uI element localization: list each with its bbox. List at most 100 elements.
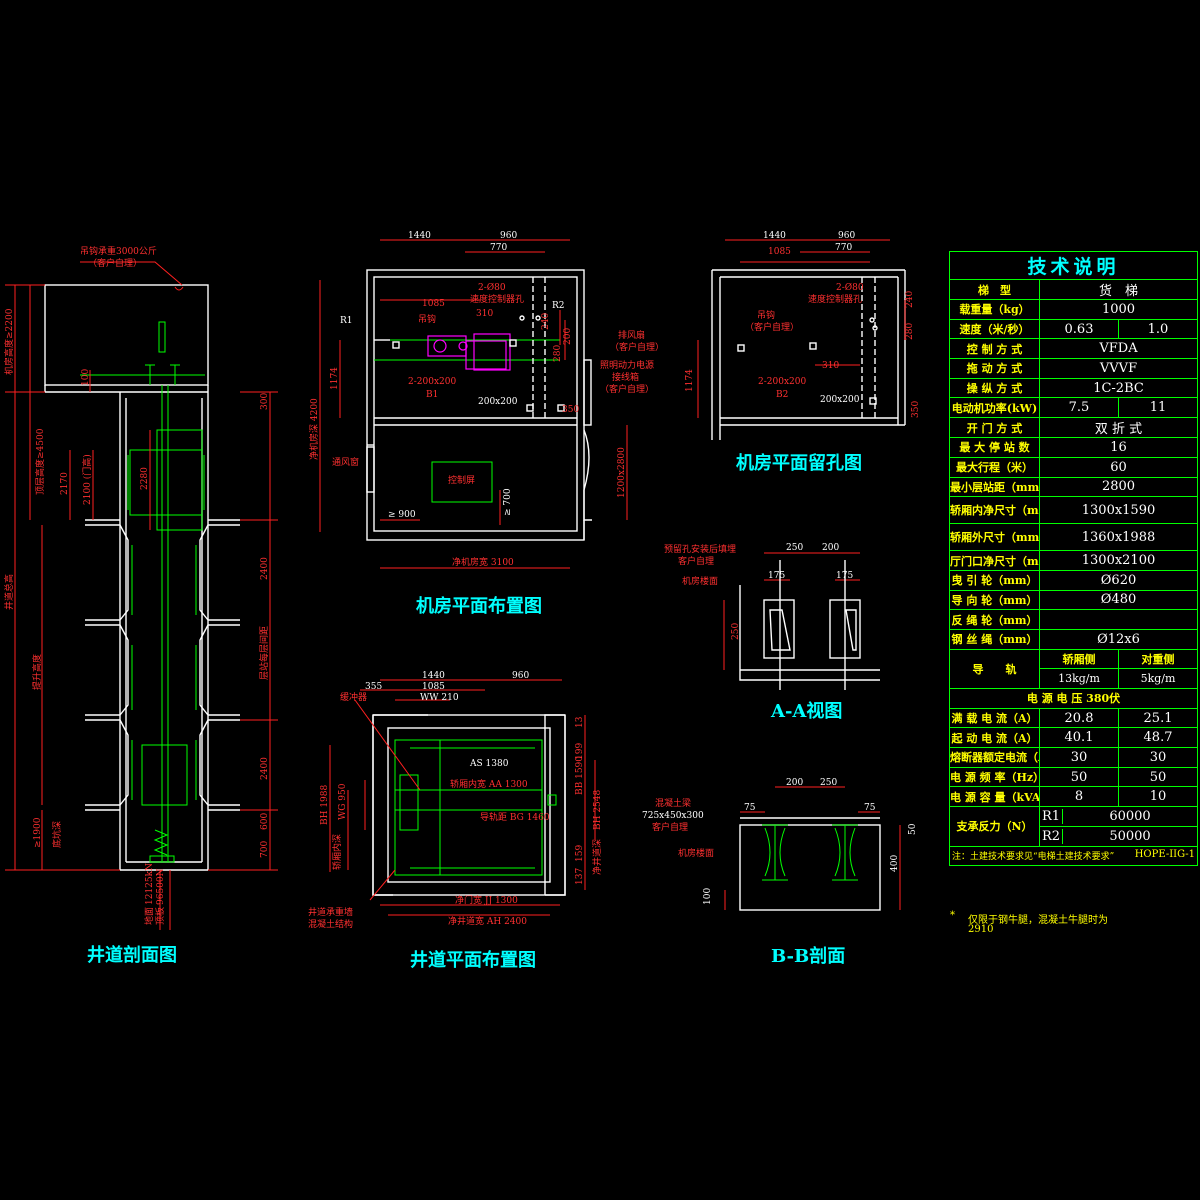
mr-control: 控制屏 (448, 474, 475, 486)
mr-hole-speed-label: 速度控制器孔 (470, 293, 524, 305)
spec-row-label: 最小层站距（mm） (949, 476, 1040, 498)
mr-dim-770: 770 (490, 243, 507, 253)
sp-wall2: 混凝土结构 (308, 918, 353, 930)
spec-row-value: 2800 (1038, 476, 1199, 498)
spec-row: 反 绳 轮（mm） (949, 609, 1199, 630)
op-dim-310: 310 (822, 361, 839, 371)
op-dim-1085: 1085 (768, 247, 791, 257)
spec-elec-label: 起 动 电 流（A） (949, 727, 1040, 749)
spec-row-value: VFDA (1038, 338, 1199, 360)
dim-floor-spacing: 层站每层间距 (258, 626, 270, 680)
bb-dim-100: 100 (703, 888, 713, 905)
mr-hole-mark: B1 (426, 390, 438, 400)
sp-bh2: BH 2548 (593, 789, 603, 830)
op-hole-mark: B2 (776, 390, 788, 400)
spec-row: 曳 引 轮（mm）Ø620 (949, 569, 1199, 591)
spec-row: 导 向 轮（mm）Ø480 (949, 589, 1199, 611)
bb-note1: 混凝土梁 (655, 797, 691, 809)
aa-note3: 机房楼面 (682, 575, 718, 587)
spec-elec-value-1: 30 (1039, 747, 1119, 768)
spec-row-label: 轿厢内净尺寸（mm） (949, 496, 1040, 525)
spec-row-value: 16 (1038, 437, 1199, 458)
spec-elec-label: 电 源 容 量（kVA） (949, 786, 1040, 808)
bottom-label-3: 顶板 (154, 907, 166, 925)
spec-row: 最小层站距（mm）2800 (949, 476, 1199, 498)
spec-elec-value-2: 10 (1117, 786, 1199, 808)
spec-rail-cw-head: 对重侧 (1117, 648, 1199, 670)
spec-r2-label: R2 (1041, 828, 1063, 844)
spec-voltage-row: 电 源 电 压 380伏 (948, 688, 1199, 709)
sp-as: AS 1380 (469, 759, 509, 769)
aa-dim-side: 250 (731, 623, 741, 640)
dim-pit-label: 底坑深 (51, 821, 63, 848)
view-aa-drawing: 预留孔安装后填埋 客户自理 机房楼面 250 200 175 175 250 (664, 543, 880, 690)
spec-row-label: 拖 动 方 式 (949, 358, 1040, 379)
spec-elec-label: 满 载 电 流（A） (949, 707, 1040, 729)
dim-100: 100 (81, 369, 91, 386)
mr-min-900: ≥ 900 (388, 510, 416, 520)
mr-dim-310: 310 (476, 309, 493, 319)
shaft-plan-drawing: 1440 960 355 1085 WW 210 缓冲器 AS 1380 轿厢内… (308, 671, 603, 930)
machine-room-openings-drawing: 1440 960 1085 770 2-Ø80 速度控制器孔 吊钩 （客户自理）… (685, 231, 921, 440)
spec-row: 最大行程（米）60 (949, 456, 1199, 478)
spec-elec-value-2: 25.1 (1117, 707, 1199, 729)
spec-row-value-1: 7.5 (1039, 397, 1119, 419)
spec-row-label: 电动机功率(kW) (949, 397, 1040, 419)
sp-side-note: 轿厢内深 (331, 834, 343, 870)
op-hole-200: 200x200 (820, 395, 860, 405)
spec-row-value: 双 折 式 (1038, 417, 1199, 439)
op-dim-350: 350 (911, 401, 921, 418)
mr-dim-280: 280 (553, 345, 563, 362)
spec-elec-value-2: 50 (1117, 766, 1199, 788)
op-hook-note: （客户自理） (745, 321, 799, 333)
aa-dim-200: 200 (822, 543, 839, 553)
mr-dim-350: 350 (562, 405, 579, 415)
title-view-aa: A-A视图 (771, 701, 843, 722)
spec-row-value: Ø620 (1038, 569, 1199, 591)
sp-dim-1085: 1085 (422, 682, 445, 692)
spec-row: 钢 丝 绳（mm）Ø12x6 (949, 628, 1199, 650)
mr-r1: R1 (340, 316, 353, 326)
bottom-label-1: 地面 (143, 907, 155, 925)
mr-vent: 排风扇 (618, 329, 645, 341)
dim-travel: 提升高度 (31, 654, 43, 690)
spec-row-value: 60 (1038, 456, 1199, 478)
mr-dim-1085: 1085 (422, 299, 445, 309)
mr-dim-1174: 1174 (330, 367, 340, 390)
spec-row-label: 钢 丝 绳（mm） (949, 628, 1040, 650)
sp-aa: 轿厢内宽 AA 1300 (450, 778, 528, 790)
machine-room-plan-drawing: 1440 960 770 2-Ø80 速度控制器孔 1085 310 R1 R2… (308, 231, 664, 569)
spec-elec-value-2: 30 (1117, 747, 1199, 768)
hook-capacity-note: 吊钩承重3000公斤 (80, 245, 157, 257)
mr-dim-960: 960 (500, 231, 517, 241)
dim-2280: 2280 (140, 467, 150, 490)
mr-hole-speed: 2-Ø80 (478, 282, 506, 293)
spec-row-label: 导 向 轮（mm） (949, 589, 1040, 611)
op-dim-240: 240 (905, 291, 915, 308)
spec-note: 注：土建技术要求见“电梯土建技术要求” (952, 852, 1115, 863)
dim-300: 300 (260, 393, 270, 410)
spec-row: 轿厢内净尺寸（mm）1300x1590 (949, 496, 1199, 525)
mr-power: 照明动力电源 (600, 359, 654, 371)
spec-elec-label: 电 源 频 率（Hz） (949, 766, 1040, 788)
spec-row-label: 反 绳 轮（mm） (949, 609, 1040, 630)
aa-dim-175a: 175 (768, 571, 785, 581)
aa-note2: 客户自理 (678, 555, 714, 567)
op-hole-speed-label: 速度控制器孔 (808, 293, 862, 305)
spec-code: HOPE-IIG-1 (1134, 849, 1196, 861)
mr-vent-note: （客户自理） (610, 341, 664, 353)
mr-power2: 接线箱 (612, 371, 639, 383)
hook-client-note: （客户自理） (88, 257, 142, 269)
aa-dim-175b: 175 (836, 571, 853, 581)
footnote-star: * (950, 910, 955, 921)
spec-rail-cw: 5kg/m (1117, 668, 1199, 689)
mr-window: 通风窗 (332, 456, 359, 468)
spec-reaction-label: 支承反力（N） (949, 806, 1040, 847)
spec-row-label: 开 门 方 式 (949, 417, 1040, 439)
bb-dim-200: 200 (786, 778, 803, 788)
